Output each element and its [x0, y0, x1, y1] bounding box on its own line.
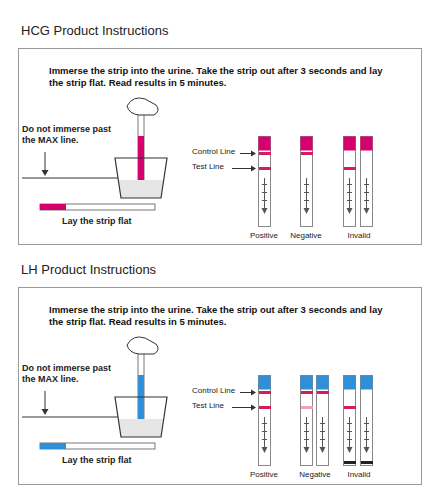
- result-label: Positive: [250, 470, 278, 480]
- warning-note: Do not immerse past the MAX line.: [22, 124, 122, 146]
- result-label: Negative: [299, 470, 331, 480]
- panel-heading: LH Product Instructions: [21, 262, 156, 277]
- instruction-panel: HCG Product InstructionsImmerse the stri…: [18, 48, 422, 245]
- instruction-text: Immerse the strip into the urine. Take t…: [49, 304, 394, 328]
- step-note: Lay the strip flat: [62, 216, 132, 227]
- result-label: Invalid: [347, 231, 370, 241]
- line-label: Test Line: [192, 401, 224, 411]
- result-label: Positive: [250, 231, 278, 241]
- line-label: Control Line: [192, 147, 235, 157]
- step-note: Lay the strip flat: [62, 455, 132, 466]
- result-label: Invalid: [347, 470, 370, 480]
- panel-heading: HCG Product Instructions: [21, 23, 168, 38]
- instruction-text: Immerse the strip into the urine. Take t…: [49, 65, 394, 89]
- line-label: Control Line: [192, 386, 235, 396]
- line-label: Test Line: [192, 162, 224, 172]
- warning-note: Do not immerse past the MAX line.: [22, 363, 122, 385]
- result-label: Negative: [290, 231, 322, 241]
